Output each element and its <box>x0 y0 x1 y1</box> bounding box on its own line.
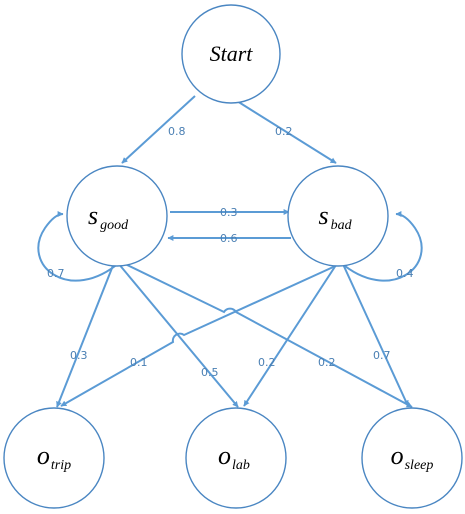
edge-good-sleep <box>120 261 413 408</box>
edge-label-start-bad: 0.2 <box>275 125 293 138</box>
edge-label-good-lab: 0.5 <box>201 366 219 379</box>
edge-good-self-loop <box>37 211 121 282</box>
edge-good-lab <box>117 262 239 408</box>
edge-label-good-trip: 0.3 <box>70 349 88 362</box>
edge-start-bad <box>236 100 337 164</box>
node-s-good-sub: good <box>100 218 129 233</box>
node-o-lab-sub: lab <box>232 458 250 473</box>
edge-label-good-sleep: 0.2 <box>318 356 336 369</box>
node-o-trip: otrip <box>3 407 105 509</box>
edge-bad-sleep <box>341 261 409 407</box>
edge-bad-self-loop <box>339 211 423 282</box>
edge-label-start-good: 0.8 <box>168 125 186 138</box>
svg-text:olab: olab <box>218 441 250 473</box>
svg-text:osleep: osleep <box>391 441 434 473</box>
node-s-good-base: s <box>88 201 98 230</box>
node-o-lab: olab <box>185 407 287 509</box>
node-o-trip-base: o <box>37 441 50 470</box>
node-o-lab-base: o <box>218 441 231 470</box>
node-o-sleep-base: o <box>391 441 404 470</box>
edge-start-good <box>121 95 196 164</box>
node-s-bad-sub: bad <box>331 218 353 233</box>
node-o-sleep-sub: sleep <box>405 458 434 473</box>
edge-bad-lab <box>243 261 339 407</box>
node-o-sleep: osleep <box>361 407 463 509</box>
edge-label-bad-sleep: 0.7 <box>373 349 391 362</box>
edge-label-bad-self: 0.4 <box>396 267 414 280</box>
node-start-label: Start <box>210 41 254 66</box>
edge-good-trip <box>56 262 115 408</box>
svg-text:otrip: otrip <box>37 441 71 473</box>
node-s-bad-base: s <box>318 201 328 230</box>
edge-label-good-bad: 0.3 <box>220 206 238 219</box>
edge-label-bad-trip: 0.1 <box>130 356 148 369</box>
node-start: Start <box>181 4 281 104</box>
edge-label-bad-good: 0.6 <box>220 232 238 245</box>
node-o-trip-sub: trip <box>51 458 71 473</box>
edge-label-good-self: 0.7 <box>47 267 65 280</box>
edge-label-bad-lab: 0.2 <box>258 356 276 369</box>
edge-bad-trip <box>60 262 343 407</box>
